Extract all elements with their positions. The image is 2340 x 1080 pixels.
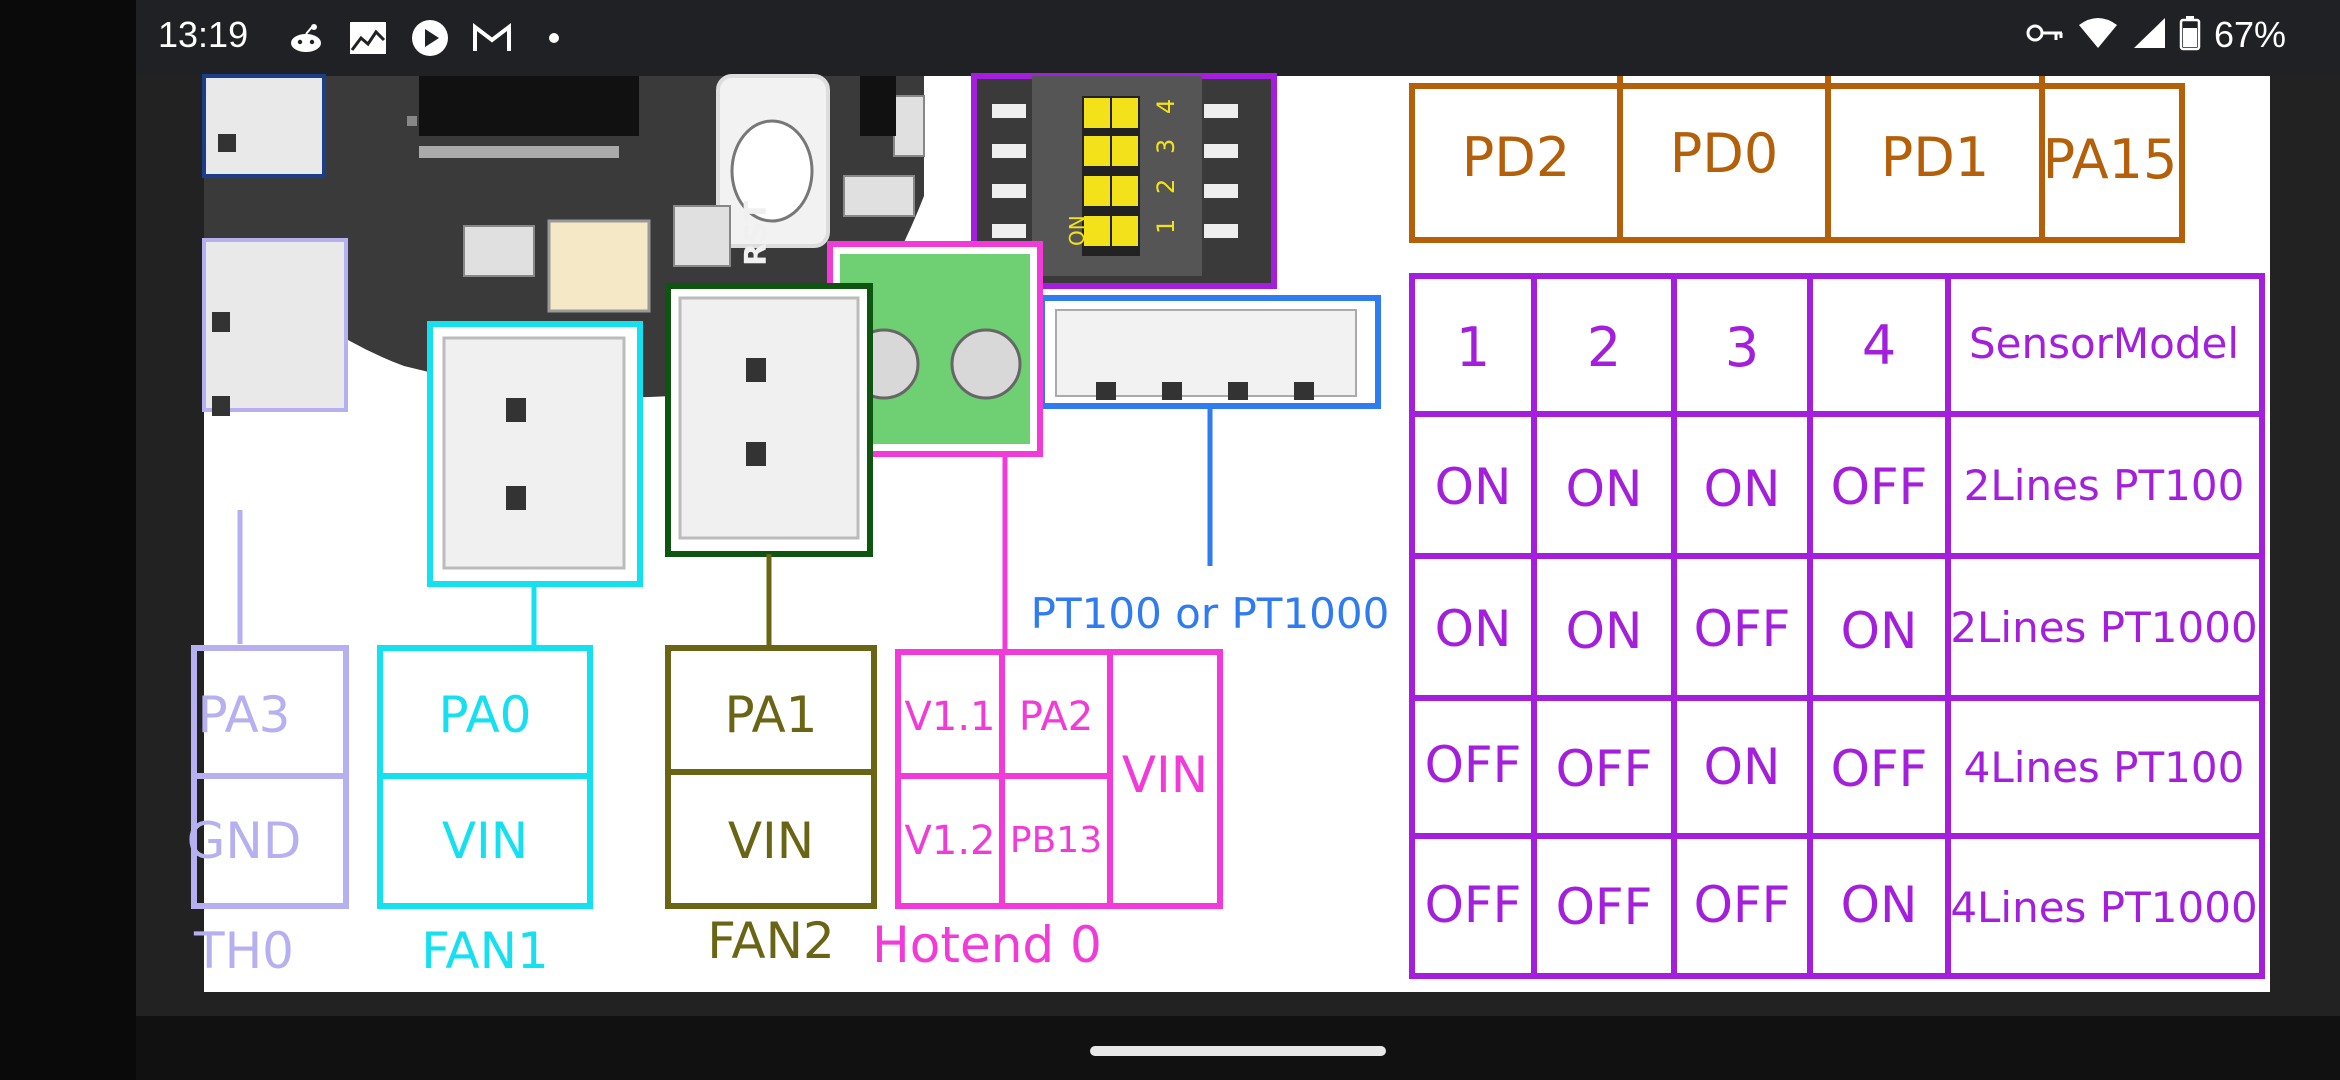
header-col-4: 4 bbox=[1862, 314, 1896, 377]
dip-label-2: 2 bbox=[1152, 179, 1180, 194]
row2-s4: ON bbox=[1841, 602, 1918, 660]
row1-s3: ON bbox=[1704, 460, 1781, 518]
row3-s4: OFF bbox=[1831, 740, 1928, 798]
rst-label: RST bbox=[739, 200, 774, 266]
row3-s3: ON bbox=[1704, 738, 1781, 796]
dip-switch: 4 3 2 1 ON bbox=[971, 73, 1277, 289]
board-area: RST bbox=[202, 74, 925, 416]
dip-label-1: 1 bbox=[1152, 219, 1180, 234]
hotend-v12: V1.2 bbox=[905, 818, 996, 864]
left-edge bbox=[0, 0, 136, 1080]
hotend-vin: VIN bbox=[1122, 746, 1208, 804]
key-icon bbox=[2026, 22, 2064, 48]
signal-icon bbox=[2132, 17, 2166, 53]
status-time: 13:19 bbox=[158, 14, 249, 55]
system-status: 67% bbox=[2026, 14, 2286, 56]
play-icon bbox=[410, 18, 450, 58]
dot-icon bbox=[534, 18, 574, 58]
fan2-connector bbox=[665, 283, 873, 648]
status-bar: 13:19 67% bbox=[136, 0, 2340, 76]
dip-label-3: 3 bbox=[1152, 139, 1180, 154]
dip-on-label: ON bbox=[1065, 215, 1089, 246]
fan1-connector bbox=[427, 321, 643, 648]
hotend-name: Hotend 0 bbox=[872, 916, 1102, 974]
fan1-pin: PA0 bbox=[439, 686, 532, 744]
row1-s2: ON bbox=[1566, 460, 1643, 518]
sensor-table: 1 2 3 4 SensorModel ON ON ON OFF 2Lines … bbox=[1409, 273, 2265, 979]
row4-s3: OFF bbox=[1694, 876, 1791, 934]
row2-s1: ON bbox=[1435, 600, 1512, 658]
battery-percentage: 67% bbox=[2213, 14, 2286, 55]
hotend-pin-box: V1.1 PA2 V1.2 PB13 VIN Hotend 0 bbox=[872, 649, 1223, 974]
row4-s4: ON bbox=[1841, 876, 1918, 934]
image-viewer[interactable]: RST bbox=[136, 73, 2340, 1016]
hotend-pa2: PA2 bbox=[1019, 694, 1093, 740]
th0-pin-box: PA3 GND TH0 bbox=[187, 645, 349, 980]
header-col-1: 1 bbox=[1456, 316, 1490, 379]
home-gesture-handle[interactable] bbox=[1090, 1046, 1386, 1056]
pt100-connector: PT100 or PT1000 bbox=[1031, 295, 1390, 638]
battery-icon bbox=[2179, 16, 2201, 54]
row4-s1: OFF bbox=[1425, 876, 1522, 934]
fan1-name: FAN1 bbox=[421, 922, 549, 980]
top-pin-table: PD2 PD0 PD1 PA15 bbox=[1409, 76, 2185, 243]
header-col-2: 2 bbox=[1587, 316, 1621, 379]
notification-icons bbox=[286, 18, 574, 58]
row4-model: 4Lines PT1000 bbox=[1950, 883, 2257, 932]
th0-name: TH0 bbox=[193, 922, 294, 980]
pinout-diagram: RST bbox=[187, 73, 2265, 980]
header-col-model: SensorModel bbox=[1969, 319, 2239, 368]
pin-pd2: PD2 bbox=[1462, 126, 1571, 189]
row2-s3: OFF bbox=[1694, 600, 1791, 658]
fan1-vin: VIN bbox=[442, 812, 528, 870]
fan2-pin: PA1 bbox=[725, 686, 818, 744]
image-icon bbox=[348, 18, 388, 58]
row3-s2: OFF bbox=[1556, 740, 1653, 798]
row1-s4: OFF bbox=[1831, 458, 1928, 516]
row2-model: 2Lines PT1000 bbox=[1950, 603, 2257, 652]
pt-label: PT100 or PT1000 bbox=[1031, 589, 1390, 638]
row1-s1: ON bbox=[1435, 458, 1512, 516]
gmail-icon bbox=[472, 18, 512, 58]
pinout-image[interactable]: RST bbox=[187, 73, 2270, 992]
row3-s1: OFF bbox=[1425, 736, 1522, 794]
fan2-pin-box: PA1 VIN FAN2 bbox=[665, 645, 877, 970]
fan1-pin-box: PA0 VIN FAN1 bbox=[377, 645, 593, 980]
navigation-bar bbox=[136, 1016, 2340, 1080]
wifi-icon bbox=[2078, 17, 2118, 53]
th0-gnd: GND bbox=[187, 812, 302, 870]
row1-model: 2Lines PT100 bbox=[1964, 461, 2245, 510]
header-col-3: 3 bbox=[1725, 316, 1759, 379]
fan2-vin: VIN bbox=[728, 812, 814, 870]
dip-label-4: 4 bbox=[1152, 99, 1180, 114]
pin-pd0: PD0 bbox=[1670, 122, 1779, 185]
fan2-name: FAN2 bbox=[707, 912, 835, 970]
pin-pd1: PD1 bbox=[1881, 126, 1990, 189]
row3-model: 4Lines PT100 bbox=[1964, 743, 2245, 792]
row4-s2: OFF bbox=[1556, 878, 1653, 936]
pin-pa15: PA15 bbox=[2043, 128, 2178, 191]
th0-pin: PA3 bbox=[198, 686, 291, 744]
reddit-icon bbox=[286, 18, 326, 58]
row2-s2: ON bbox=[1566, 602, 1643, 660]
hotend-v11: V1.1 bbox=[905, 694, 996, 740]
hotend-pb13: PB13 bbox=[1010, 820, 1102, 861]
